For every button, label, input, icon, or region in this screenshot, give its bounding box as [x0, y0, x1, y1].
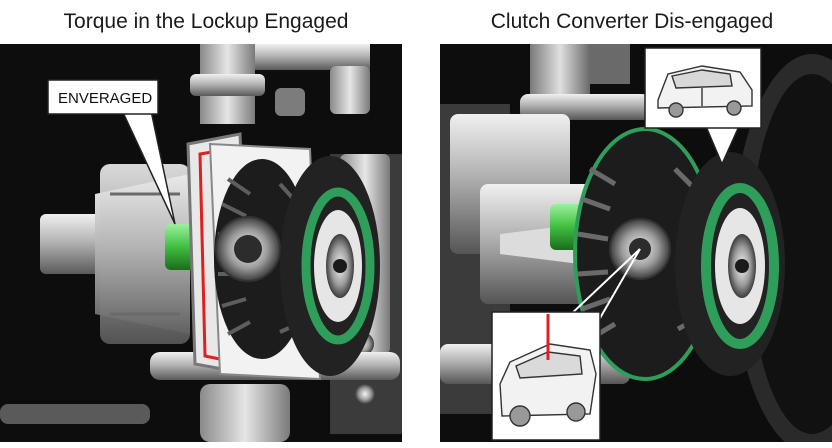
callout-label: ENVERAGED	[58, 90, 152, 107]
lockup-engaged-illustration: ENVERAGED	[0, 44, 402, 442]
right-panel-title: Clutch Converter Dis-engaged	[446, 10, 818, 36]
clutch-disengaged-illustration	[440, 44, 832, 442]
clutch-disk	[675, 152, 785, 376]
left-diagram-panel: ENVERAGED	[0, 44, 402, 442]
right-diagram-panel	[440, 44, 832, 442]
left-panel-title: Torque in the Lockup Engaged	[20, 10, 392, 36]
clutch-disk	[280, 156, 380, 376]
bottom-car-inset	[492, 312, 600, 440]
bolt-icon	[355, 384, 375, 404]
